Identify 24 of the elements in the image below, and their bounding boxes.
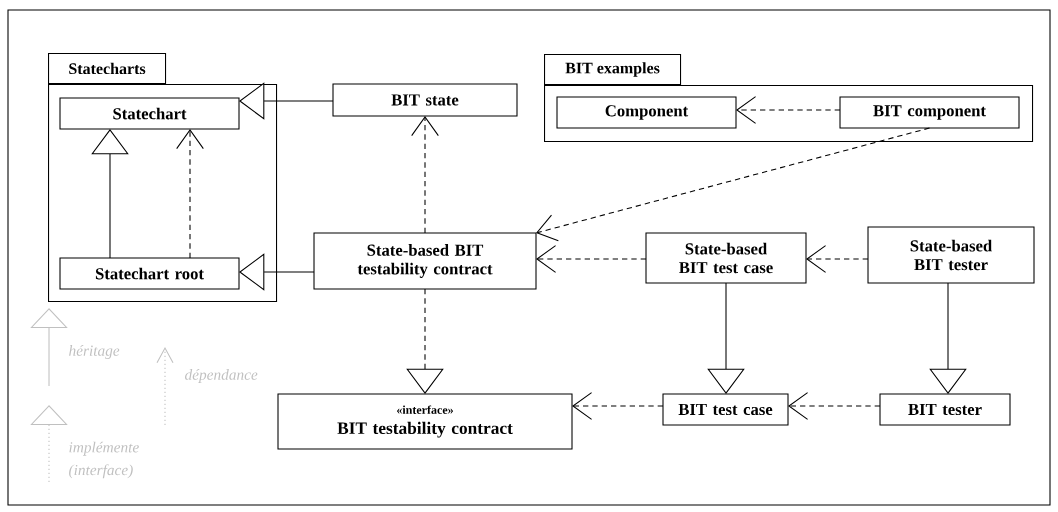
dependency-arrow [736,96,841,124]
class-box: State-based BIT testability contract [313,232,537,290]
class-box: BIT component [839,96,1020,129]
class-box: Component [556,96,737,129]
dependency-arrow [806,245,869,273]
dependency-arrow [176,129,204,259]
inheritance-arrow [239,82,334,120]
dependency-arrow [788,392,881,420]
node-label: Statecharts [69,62,146,75]
realization-arrow [406,288,444,394]
legend-label: héritage [69,345,120,359]
class-box: State-based BIT tester [867,226,1035,284]
inheritance-arrow [929,282,967,394]
dependency-arrow [411,116,439,234]
class-box: BIT state [332,83,518,117]
inheritance-arrow [707,282,745,394]
legend-label: dépendance [185,369,258,383]
class-box: State-based BIT test case [645,232,807,284]
inheritance-arrow [239,253,315,291]
node-label: BIT examples [565,62,660,77]
legend-label: implémente (interface) [69,441,139,479]
dependency-arrow [536,245,647,273]
dependency-arrow [572,392,664,420]
inheritance-arrow [91,129,129,259]
